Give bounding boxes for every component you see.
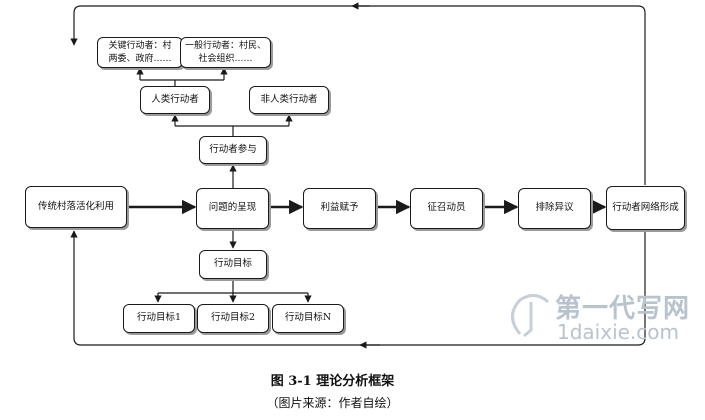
watermark-logo-icon (511, 294, 550, 338)
branch-human-actor (140, 79, 224, 86)
node-network: 行动者网络形成 (606, 186, 685, 230)
node-action-goal: 行动目标 (199, 250, 267, 279)
node-goal-n: 行动目标N (272, 304, 344, 333)
node-general-actor: 一般行动者：村民、 社会组织…… (180, 37, 271, 68)
node-benefit: 利益赋予 (303, 188, 376, 229)
node-goal-1: 行动目标1 (123, 304, 195, 333)
watermark-brand: 第一代写网 (555, 294, 691, 324)
branch-participation (175, 125, 289, 136)
figure-title: 图 3-1 理论分析框架 (270, 374, 395, 389)
node-traditional-use: 传统村落活化利用 (25, 186, 127, 228)
node-nonhuman-actor: 非人类行动者 (249, 86, 329, 114)
node-key-actor: 关键行动者：村 两委、政府…… (97, 37, 183, 68)
figure-source: （图片来源：作者自绘） (266, 396, 399, 410)
branch-action-goal (158, 279, 308, 294)
node-exclude: 排除异议 (518, 188, 591, 229)
node-problem: 问题的呈现 (196, 188, 269, 229)
node-human-actor: 人类行动者 (140, 86, 210, 114)
watermark-url: 1daixie.com (557, 320, 680, 344)
node-recruit: 征召动员 (410, 188, 483, 229)
node-participation: 行动者参与 (199, 136, 267, 164)
node-goal-2: 行动目标2 (197, 304, 269, 333)
